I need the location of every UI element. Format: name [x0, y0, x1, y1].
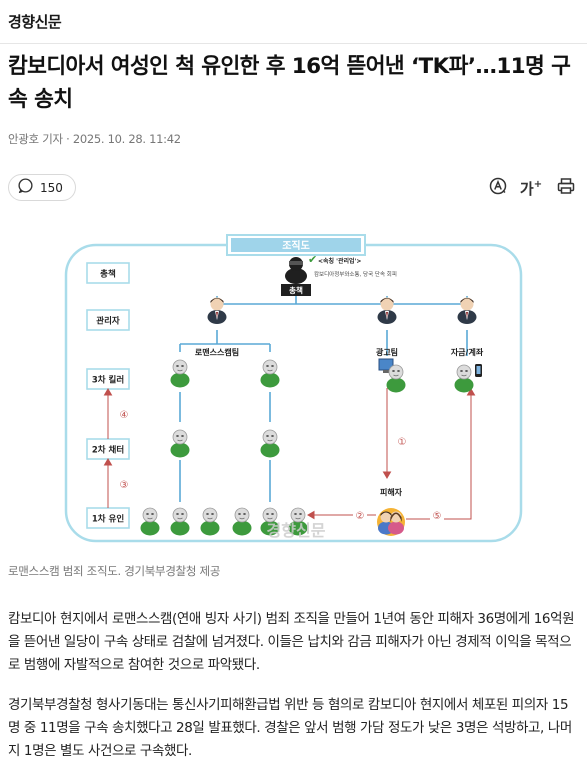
font-size-label: 가: [519, 179, 534, 198]
article-byline: 안광호 기자 · 2025. 10. 28. 11:42: [8, 132, 181, 146]
article-figure: 조직도 총책 관리자 3차 킬러 2차 채터 1차 유인 ③ ④: [0, 212, 587, 555]
level-label-chatter: 2차 채터: [92, 445, 124, 456]
boss-node: 총책: [281, 257, 311, 296]
step-2-label: ②: [356, 511, 365, 522]
team-label-romance: 로맨스스캠팀: [195, 347, 239, 357]
team-label-ad: 광고팀: [376, 347, 398, 357]
boss-label: 총책: [289, 285, 303, 295]
victim-person-icon: [378, 511, 404, 535]
diagram-title-fill: [231, 238, 361, 252]
article-action-bar: 150 가+: [0, 172, 587, 202]
comment-count: 150: [40, 180, 63, 195]
level-label-manager: 관리자: [96, 316, 120, 327]
level-label-lure: 1차 유인: [92, 514, 125, 525]
article-paragraph: 경기북부경찰청 형사기동대는 통신사기피해환급법 위반 등 혐의로 캄보디아 현…: [8, 697, 572, 759]
phone-icon: [475, 364, 482, 377]
level-progression-arrows: [103, 388, 113, 508]
org-links: [179, 296, 468, 502]
org-chart-diagram: 조직도 총책 관리자 3차 킬러 2차 채터 1차 유인 ③ ④: [64, 234, 523, 543]
top-bar: 경향신문: [0, 0, 587, 44]
check-icon: ✔: [308, 253, 317, 266]
figure-caption: 로맨스스캠 범죄 조직도. 경기북부경찰청 제공: [8, 564, 221, 578]
article-headline: 캄보디아서 여성인 척 유인한 후 16억 뜯어낸 ‘TK파’…11명 구속 송…: [8, 54, 571, 112]
comment-icon: [17, 177, 34, 198]
step-3-label: ③: [120, 480, 129, 491]
level-label-killer: 3차 킬러: [92, 375, 124, 386]
diagram-watermark: 경향신문: [267, 521, 326, 540]
boss-note-text: 캄보디아정부와소통, 당국 단속 회피: [314, 270, 397, 278]
boss-note-tag: <속칭 '관리업'>: [318, 257, 361, 265]
step-4-label: ④: [120, 410, 129, 421]
diagram-title: 조직도: [282, 239, 310, 252]
print-button[interactable]: [555, 177, 577, 199]
computer-icon: [378, 358, 394, 373]
step-5-label: ⑤: [433, 511, 442, 522]
team-label-funds: 자금/계좌: [451, 347, 484, 357]
reader-mode-button[interactable]: [487, 177, 509, 199]
level-box-boss: [86, 262, 130, 284]
level-label-boss: 총책: [100, 269, 116, 280]
article-paragraph: 캄보디아 현지에서 로맨스스캠(연애 빙자 사기) 범죄 조직을 만들어 1년여…: [8, 611, 575, 673]
level-box-manager: [86, 309, 130, 331]
comment-button[interactable]: 150: [8, 174, 76, 201]
font-plus-label: +: [533, 178, 543, 190]
reader-icon: [488, 176, 508, 200]
print-icon: [556, 176, 576, 200]
font-size-button[interactable]: 가+: [520, 177, 542, 199]
victim-label: 피해자: [380, 487, 403, 497]
step-1-label: ①: [398, 437, 407, 448]
site-logo[interactable]: 경향신문: [8, 13, 62, 31]
